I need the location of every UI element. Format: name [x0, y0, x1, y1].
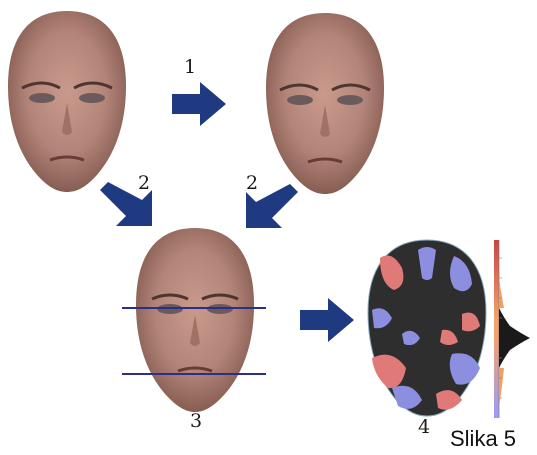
guide-line-eyes: [122, 306, 266, 310]
arrow-right-step4: [300, 298, 354, 342]
deviation-map-face: [362, 238, 492, 418]
step-label-2-right: 2: [246, 174, 258, 193]
face-mirrored: [260, 10, 390, 195]
step-label-3: 3: [190, 412, 202, 431]
step-label-2-left: 2: [138, 174, 150, 193]
step-label-1: 1: [184, 58, 196, 77]
face-original: [2, 8, 132, 193]
face-aligned: [130, 225, 260, 415]
guide-line-mouth: [122, 372, 266, 376]
step-label-4: 4: [418, 418, 430, 437]
figure-caption: Slika 5: [450, 428, 516, 450]
arrow-right-step1: [172, 82, 226, 126]
color-scale-histogram: [490, 238, 534, 420]
